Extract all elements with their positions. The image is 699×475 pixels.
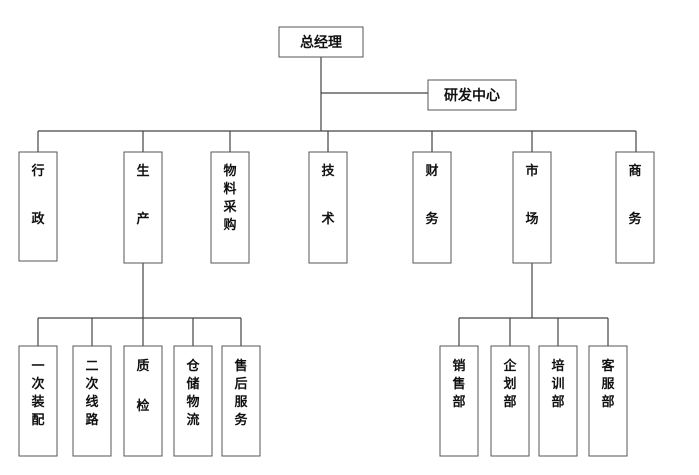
market-node-1: 销售部 [439, 345, 479, 457]
dept-node-3: 物料采购 [210, 151, 250, 264]
dept-box-6 [512, 151, 552, 264]
production-label-1: 一次装配 [30, 359, 44, 428]
market-label-4: 客服部 [601, 358, 615, 410]
dept-node-5: 财务 [412, 151, 452, 264]
production-node-1: 一次装配 [18, 345, 58, 457]
dept-box-2 [123, 151, 163, 264]
connector-lines [37, 57, 637, 346]
production-label-3: 质检 [136, 358, 149, 414]
dept-label-7: 商务 [628, 163, 642, 227]
production-label-4: 仓储物流 [185, 358, 200, 428]
dept-node-2: 生产 [123, 151, 163, 264]
market-box-3 [538, 345, 578, 457]
production-box-2 [72, 345, 112, 457]
dept-label-4: 技术 [320, 163, 335, 227]
dept-label-2: 生产 [136, 163, 149, 227]
dept-label-3: 物料采购 [222, 163, 237, 233]
production-box-3 [123, 345, 163, 457]
dept-box-1 [18, 151, 58, 262]
root-node: 总经理 [278, 26, 364, 58]
dept-box-4 [308, 151, 348, 264]
dept-label-5: 财务 [425, 163, 439, 227]
production-label-5: 售后服务 [234, 358, 248, 428]
market-box-2 [490, 345, 530, 457]
dept-box-3 [210, 151, 250, 264]
dept-label-6: 市场 [525, 163, 538, 227]
market-label-3: 培训部 [551, 358, 564, 410]
production-node-4: 仓储物流 [173, 345, 213, 457]
dept-node-4: 技术 [308, 151, 348, 264]
root-label: 总经理 [300, 34, 342, 51]
dept-node-6: 市场 [512, 151, 552, 264]
dept-node-1: 行政 [18, 151, 58, 262]
dept-label-1: 行政 [30, 163, 45, 227]
production-box-1 [18, 345, 58, 457]
rnd-label: 研发中心 [444, 87, 500, 104]
market-node-2: 企划部 [490, 345, 530, 457]
rnd-box [427, 79, 517, 111]
dept-box-5 [412, 151, 452, 264]
production-box-5 [221, 345, 261, 457]
market-label-1: 销售部 [452, 358, 465, 410]
production-node-3: 质检 [123, 345, 163, 457]
production-box-4 [173, 345, 213, 457]
rnd-node: 研发中心 [427, 79, 517, 111]
market-label-2: 企划部 [502, 358, 517, 410]
production-node-5: 售后服务 [221, 345, 261, 457]
dept-node-7: 商务 [615, 151, 655, 264]
market-box-1 [439, 345, 479, 457]
market-node-3: 培训部 [538, 345, 578, 457]
root-box [278, 26, 364, 58]
dept-box-7 [615, 151, 655, 264]
production-label-2: 二次线路 [85, 359, 99, 428]
market-node-4: 客服部 [588, 345, 628, 457]
market-box-4 [588, 345, 628, 457]
production-node-2: 二次线路 [72, 345, 112, 457]
